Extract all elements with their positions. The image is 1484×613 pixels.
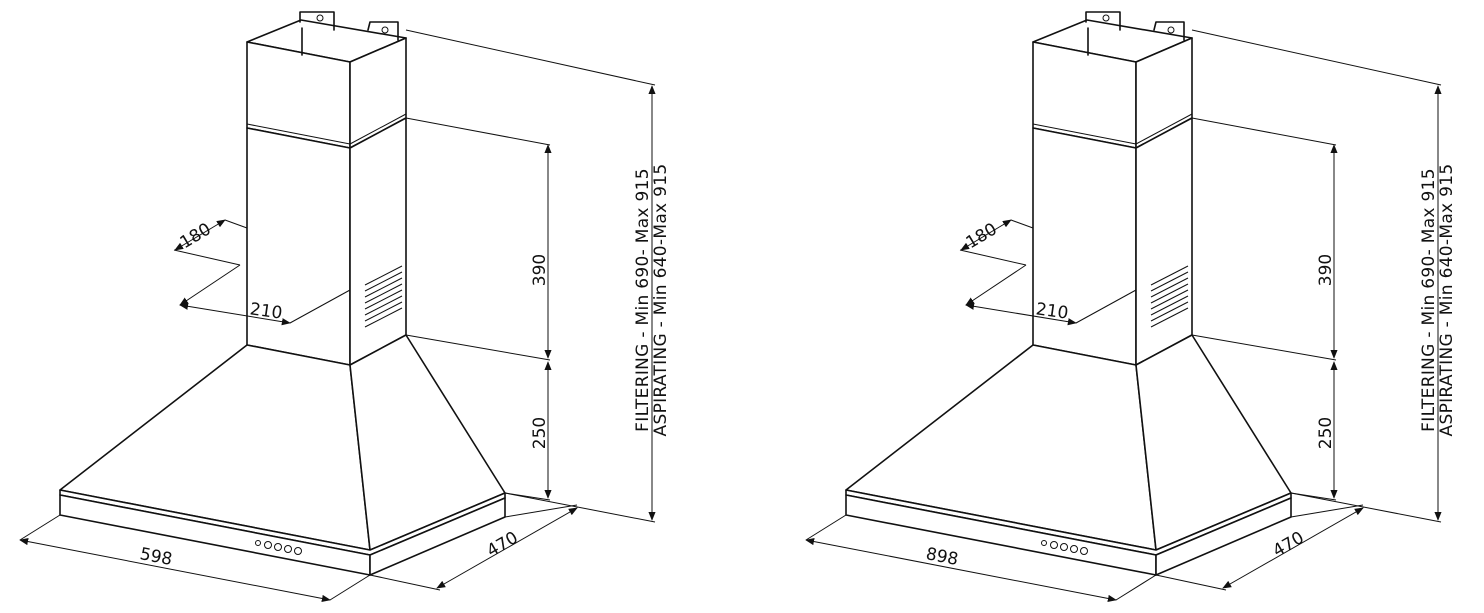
dim-depth: 470 — [483, 528, 521, 562]
dim-depth: 470 — [1269, 528, 1307, 562]
hood-outline — [20, 12, 655, 600]
dim-chimney-upper: 390 — [1316, 254, 1336, 286]
dim-width: 598 — [138, 544, 174, 570]
dim-hood-height: 250 — [1316, 417, 1336, 449]
dim-hood-height: 250 — [530, 417, 550, 449]
hood-drawing-left: 180 210 390 250 598 470 FILTERING - Min … — [20, 12, 671, 600]
filtering-range: FILTERING - Min 690- Max 915 — [1419, 168, 1439, 432]
dim-width: 898 — [924, 544, 960, 570]
dim-depth-top: 180 — [177, 219, 215, 253]
dim-width-top: 210 — [249, 299, 284, 323]
aspirating-range: ASPIRATING - Min 640-Max 915 — [1437, 164, 1457, 437]
dim-depth-top: 180 — [963, 219, 1001, 253]
filtering-range: FILTERING - Min 690- Max 915 — [633, 168, 653, 432]
hood-outline — [806, 12, 1441, 600]
dim-chimney-upper: 390 — [530, 254, 550, 286]
aspirating-range: ASPIRATING - Min 640-Max 915 — [651, 164, 671, 437]
dim-width-top: 210 — [1035, 299, 1070, 323]
hood-drawing-right: 180 210 390 250 898 470 FILTERING - Min … — [806, 12, 1457, 600]
